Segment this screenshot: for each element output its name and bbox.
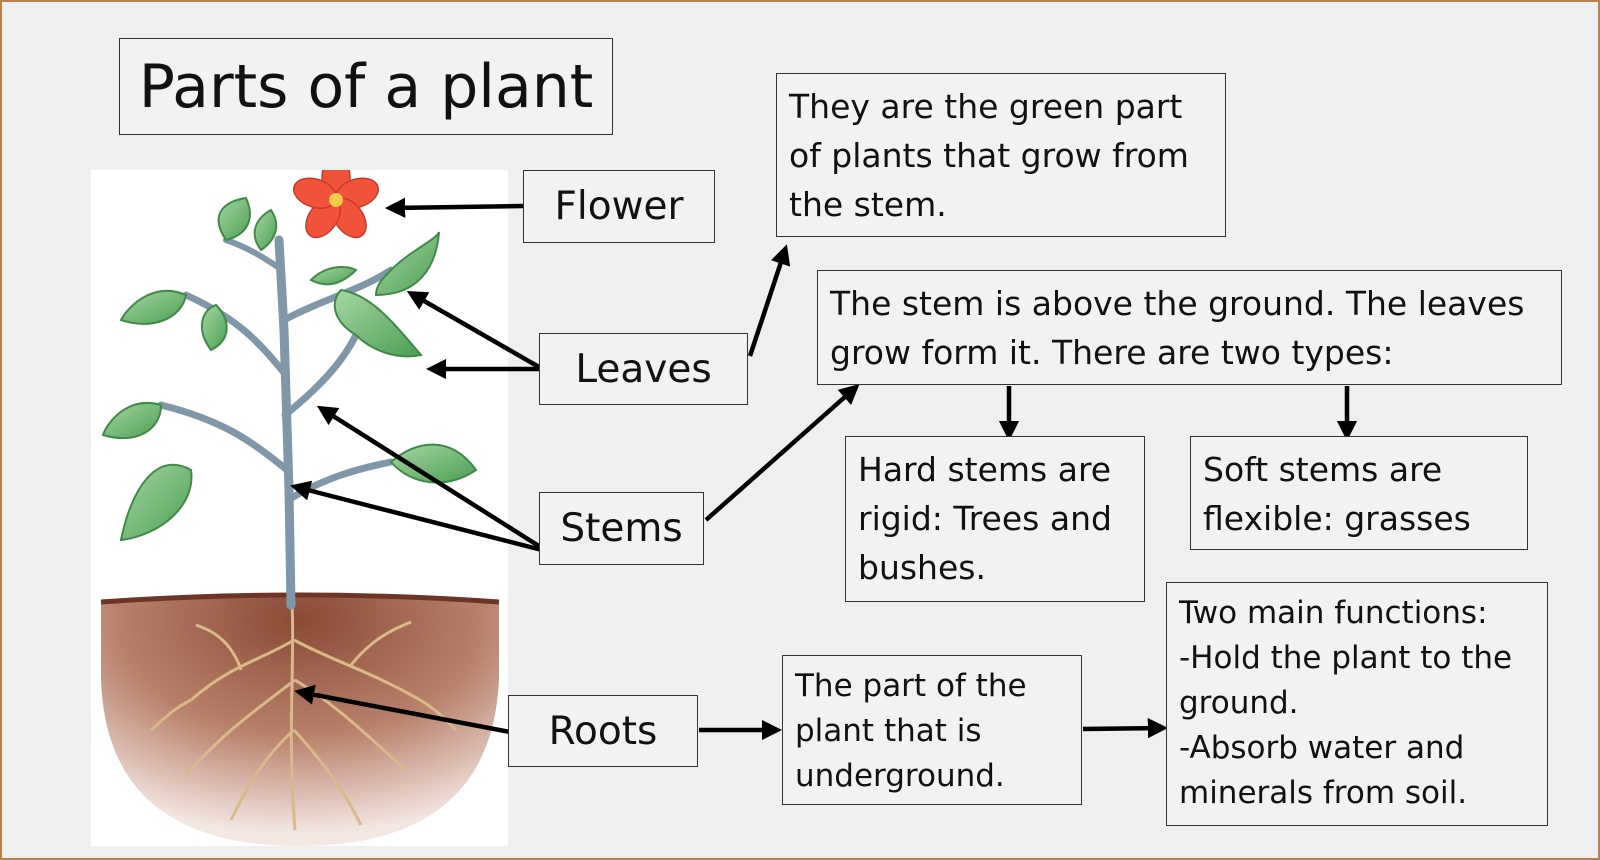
note-roots-definition: The part of the plant that is undergroun… [782, 655, 1082, 805]
flower-blossom [292, 170, 380, 239]
ground-line [100, 592, 500, 605]
arrow-flower [384, 197, 524, 218]
page-title: Parts of a plant [119, 38, 613, 135]
leaves [101, 196, 478, 542]
arrow-roots [294, 684, 511, 735]
label-roots: Roots [508, 695, 698, 767]
soil [101, 595, 499, 846]
arrow-stems-1 [316, 405, 544, 550]
note-roots-functions: Two main functions: -Hold the plant to t… [1166, 582, 1548, 826]
arrow-stems-to-note [704, 383, 860, 522]
note-leaves-definition: They are the green part of plants that g… [776, 73, 1226, 237]
arrow-roots-to-functions [1082, 718, 1169, 739]
note-soft-stems: Soft stems are flexible: grasses [1190, 436, 1528, 550]
note-stem-definition: The stem is above the ground. The leaves… [817, 270, 1562, 385]
note-hard-stems: Hard stems are rigid: Trees and bushes. [845, 436, 1145, 602]
arrow-stems-2 [290, 480, 543, 553]
arrow-leaves-to-note [747, 244, 791, 357]
label-leaves: Leaves [539, 333, 748, 405]
arrow-leaves-1 [406, 290, 541, 369]
label-stems: Stems [539, 492, 704, 565]
label-flower: Flower [523, 170, 715, 243]
